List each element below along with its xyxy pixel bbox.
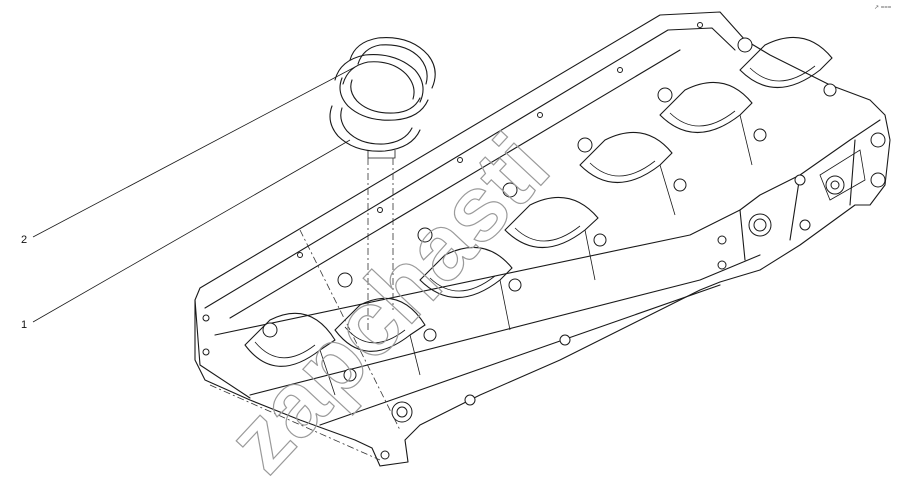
main-bearing-saddles <box>244 37 833 367</box>
callout-label: 2 <box>21 234 27 246</box>
thrust-washer-lower <box>329 54 424 159</box>
callout-2: 2 <box>21 66 356 246</box>
thrust-washer-upper <box>339 37 436 121</box>
assembly-centerlines <box>209 158 401 461</box>
bolt-bosses <box>262 37 837 382</box>
callout-label: 1 <box>21 319 27 331</box>
engine-block <box>194 11 891 467</box>
corner-mark: ↗ === <box>874 5 892 11</box>
watermark: zapchasti <box>208 115 569 480</box>
callout-1: 1 <box>21 139 351 331</box>
